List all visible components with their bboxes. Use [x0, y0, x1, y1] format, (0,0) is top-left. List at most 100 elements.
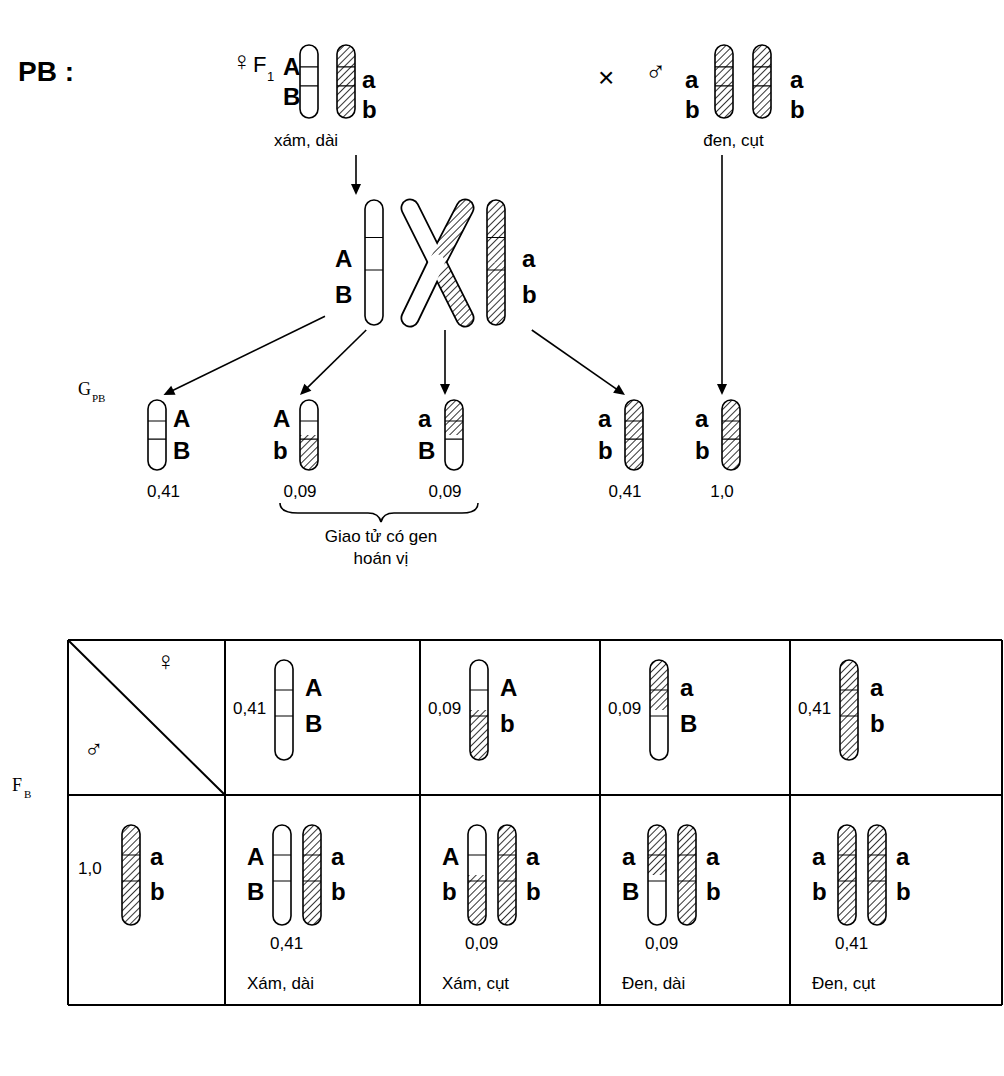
chromatid	[410, 262, 437, 318]
chromatin-top	[840, 660, 858, 710]
label-text: PB :	[18, 58, 74, 86]
label-text: a	[680, 676, 693, 700]
label-text: 0,41	[270, 935, 303, 952]
node-text: 1,0	[690, 483, 754, 500]
chromosome-band	[625, 439, 643, 440]
chromosome-band	[122, 854, 140, 855]
node-text: A	[173, 407, 190, 431]
chromosome-outline	[148, 400, 166, 470]
node-text: đen, cụt	[640, 132, 827, 149]
chromosome-band	[840, 689, 858, 690]
chromatin-bottom	[498, 875, 516, 925]
chromatid-outline	[437, 208, 465, 262]
chromosome-outline	[753, 45, 771, 118]
chromosome-outline	[487, 200, 505, 325]
chromatin-bottom	[868, 875, 886, 925]
label-text: 0,09	[645, 935, 678, 952]
chromosome-band	[715, 66, 733, 67]
chromosome-band	[300, 420, 318, 421]
chromatin-bottom	[487, 263, 505, 326]
chromatin-top	[625, 400, 643, 435]
node-text: a	[418, 407, 431, 431]
chromosome-outline	[498, 825, 516, 925]
label-text: b	[500, 712, 515, 736]
label-text: a	[870, 676, 883, 700]
chromatin-top	[498, 825, 516, 875]
label-text: a	[331, 845, 344, 869]
chromosome	[365, 200, 383, 325]
chromosome	[648, 825, 666, 925]
label-text: 0,09	[428, 700, 461, 717]
arrow-line	[444, 330, 446, 386]
label-text: 0,41	[835, 935, 868, 952]
chromatin-bottom	[470, 710, 488, 760]
chromosome-band	[468, 854, 486, 855]
chromosome-band	[625, 420, 643, 421]
label-text: b	[896, 880, 911, 904]
chromosome-band	[470, 689, 488, 690]
chromatid-outline	[410, 262, 437, 318]
label-text: b	[150, 880, 165, 904]
arrow	[440, 330, 450, 395]
chromosome-band	[650, 689, 668, 690]
chromosome-outline	[678, 825, 696, 925]
chromosome-outline	[122, 825, 140, 925]
chromatin-top	[648, 825, 666, 875]
chromatin-top	[300, 400, 318, 435]
node-text: a	[598, 407, 611, 431]
chromosome	[678, 825, 696, 925]
chromatin-bottom	[122, 875, 140, 925]
label-text: 1,0	[78, 860, 102, 877]
node-text: b	[522, 283, 537, 307]
chromatin-bottom	[838, 875, 856, 925]
chromosome	[470, 660, 488, 760]
chromosome-band	[148, 420, 166, 421]
chromosome	[722, 400, 740, 470]
chromatin-top	[650, 660, 668, 710]
chromosome-band	[678, 880, 696, 881]
node-text: a	[362, 68, 375, 92]
chromosome-outline	[470, 660, 488, 760]
label-text: Xám, cụt	[442, 975, 509, 992]
chromatin-top	[337, 45, 355, 82]
node-text: b	[598, 439, 613, 463]
chromosome-group: ♀F1ABabxám, dài	[225, 40, 387, 155]
chromosome	[487, 200, 505, 325]
node-text: xám, dài	[225, 132, 387, 149]
label-text: B	[247, 880, 264, 904]
chromosome-outline	[625, 400, 643, 470]
label-text: b	[331, 880, 346, 904]
label-text: A	[442, 845, 459, 869]
chromosome-outline	[648, 825, 666, 925]
chromosome-group: AB0,41	[125, 395, 202, 510]
chromosome	[275, 660, 293, 760]
label-text: a	[526, 845, 539, 869]
chromosome-band	[337, 85, 355, 86]
node-text: B	[283, 85, 300, 109]
chromosome-outline	[300, 400, 318, 470]
node-text: b	[685, 98, 700, 122]
chromatin-top	[715, 45, 733, 82]
chromosome-outline	[840, 660, 858, 760]
chromosome-band	[303, 854, 321, 855]
label-text: B	[622, 880, 639, 904]
chromatin-bottom	[715, 82, 733, 119]
chromosome-band	[753, 66, 771, 67]
chromosome-band	[273, 854, 291, 855]
chromatin-top	[148, 400, 166, 435]
chromosome-band	[678, 854, 696, 855]
chromatin-top	[275, 660, 293, 710]
chromatin-top	[868, 825, 886, 875]
label-text: F	[12, 776, 22, 794]
chromosome	[468, 825, 486, 925]
chromosome	[300, 45, 318, 118]
chromatin-bottom	[445, 435, 463, 470]
chromosome-outline	[722, 400, 740, 470]
chromosome-group: aB0,09	[413, 395, 477, 510]
node-text: b	[362, 98, 377, 122]
chromosome-group: ab0,41	[593, 395, 657, 510]
chromatin-top	[470, 660, 488, 710]
chromosome-band	[650, 715, 668, 716]
chromatin-bottom	[275, 710, 293, 760]
